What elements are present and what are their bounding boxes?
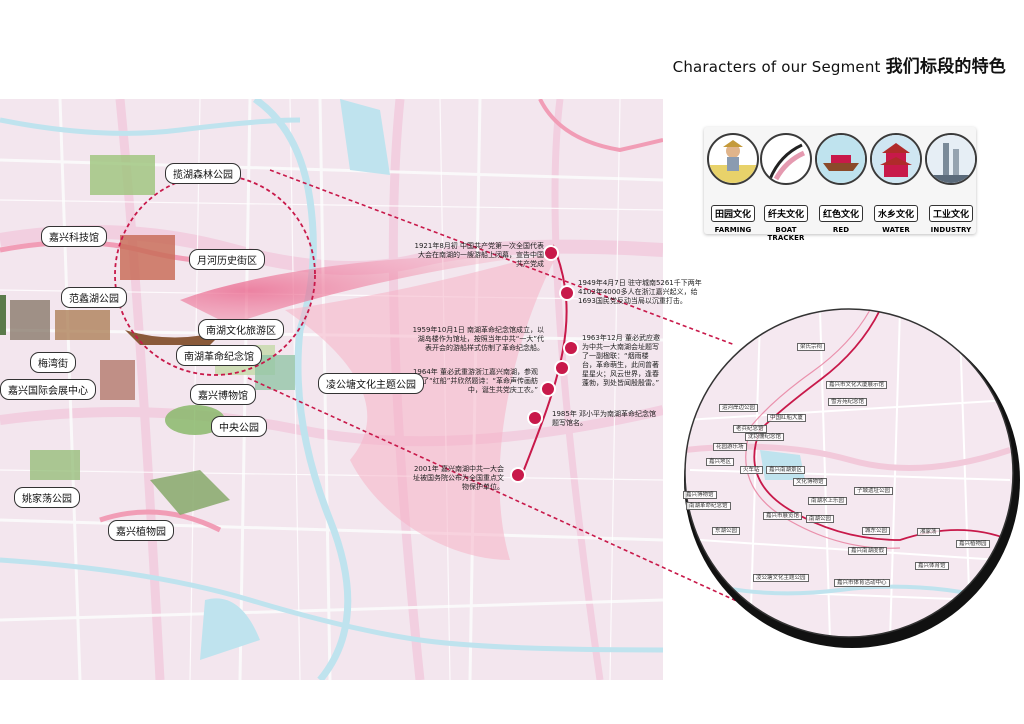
title-cn: 我们标段的特色	[885, 57, 1006, 77]
title-en: Characters of our Segment	[672, 58, 881, 76]
label-convention: 嘉兴国际会展中心	[0, 379, 96, 400]
label-fanli: 范蠡湖公园	[61, 287, 127, 308]
inset-label: 嘉兴南湖度假	[848, 547, 888, 555]
inset-map	[685, 309, 1013, 637]
timeline-node-1921	[543, 245, 559, 261]
category-farming: 田园文化 FARMING	[706, 133, 760, 234]
event-1921: 1921年8月初 中国共产党第一次全国代表大会在南湖的一艘游船上闭幕，宣告中国共…	[414, 242, 545, 268]
label-botanical: 嘉兴植物园	[108, 520, 174, 541]
timeline-arc	[519, 244, 568, 481]
pavilion-icon	[870, 133, 922, 185]
category-cn: 工业文化	[928, 205, 973, 222]
factory-icon	[925, 133, 977, 185]
inset-label: 城东公园	[862, 527, 891, 535]
event-1985: 1985年 邓小平为南湖革命纪念馆题写馆名。	[552, 410, 657, 427]
label-museum: 嘉兴博物馆	[190, 384, 256, 405]
category-en: FARMING	[714, 226, 752, 234]
category-red: 红色文化 RED	[814, 133, 868, 234]
inset-label: 嘉兴地区	[706, 458, 735, 466]
inset-label: 子城遗址公园	[854, 487, 894, 495]
inset-label: 嘉兴博物馆	[683, 491, 717, 499]
inset-label: 嘉兴南湖景区	[766, 466, 806, 474]
inset-label: 东湖公园	[712, 527, 741, 535]
page-title: Characters of our Segment 我们标段的特色	[673, 52, 1006, 77]
category-en: RED	[832, 226, 850, 234]
inset-label: 嘉兴市展览馆	[763, 512, 803, 520]
category-en: WATER	[882, 226, 910, 234]
inset-label: 嘉兴体育馆	[915, 562, 949, 570]
timeline-nodes	[510, 245, 579, 483]
event-1964: 1964年 董必武重游浙江嘉兴南湖，参观了“红船”并欣然题诗：“革命声传画舫中，…	[412, 368, 538, 394]
category-cn: 水乡文化	[873, 205, 918, 222]
inset-label: 雪芳苑纪念馆	[828, 398, 868, 406]
category-en: INDUSTRY	[930, 226, 972, 234]
event-1959: 1959年10月1日 南湖革命纪念馆成立，以湖岛楼作为馆址，按照当年中共“一大”…	[412, 326, 544, 352]
connector-bottom	[247, 377, 753, 609]
label-meiwan: 梅湾街	[30, 352, 76, 373]
timeline-node-2001	[510, 467, 526, 483]
label-nanhu: 南湖文化旅游区	[198, 319, 284, 340]
inset-label: 湘家荡	[917, 528, 940, 536]
timeline-node-1963	[554, 360, 570, 376]
inset-label: 嘉兴植物园	[956, 540, 990, 548]
label-revolution: 南湖革命纪念馆	[176, 345, 262, 366]
category-cn: 红色文化	[818, 205, 863, 222]
label-sci-tech: 嘉兴科技馆	[41, 226, 107, 247]
inset-label: 南湖水上乐园	[808, 497, 848, 505]
category-cn: 纤夫文化	[763, 205, 808, 222]
inset-label: 凌公塘文化主题公园	[753, 574, 809, 582]
inset-label: 老兵纪念馆	[733, 425, 767, 433]
culture-categories-panel: 田园文化 FARMING 纤夫文化 BOAT TRACKER 红色文化 RED …	[704, 127, 978, 242]
inset-label: 花园游乐场	[713, 443, 747, 451]
connector-top	[269, 169, 736, 346]
category-industry: 工业文化 INDUSTRY	[924, 133, 978, 234]
inset-label: 南湖革命纪念馆	[686, 502, 731, 510]
timeline-node-1964	[540, 381, 556, 397]
label-yaojia: 姚家荡公园	[14, 487, 80, 508]
timeline-node-1949	[559, 285, 575, 301]
category-boat-tracker: 纤夫文化 BOAT TRACKER	[759, 133, 813, 242]
inset-label: 沈钧儒纪念馆	[745, 433, 785, 441]
event-1963: 1963年12月 董必武应邀为中共一大南湖会址题写了一副楹联：“烟雨楼台，革命萌…	[582, 334, 660, 387]
inset-label: 嘉兴市文化大厦展示馆	[826, 381, 888, 389]
category-water: 水乡文化 WATER	[869, 133, 923, 234]
inset-label: 嘉兴市体育活动中心	[834, 579, 890, 587]
inset-label: 南湖公园	[806, 515, 835, 523]
timeline-node-1959	[563, 340, 579, 356]
farmer-icon	[707, 133, 759, 185]
label-central-park: 中央公园	[211, 416, 267, 437]
red-boat-icon	[815, 133, 867, 185]
label-linggong: 凌公塘文化主题公园	[318, 373, 424, 394]
label-forest-park: 揽湖森林公园	[165, 163, 241, 184]
boat-tracker-icon	[760, 133, 812, 185]
label-yuehe: 月河历史街区	[189, 249, 265, 270]
inset-label: 文化博物馆	[793, 478, 827, 486]
category-en: BOAT TRACKER	[767, 226, 805, 242]
timeline-node-1985	[527, 410, 543, 426]
inset-label: 梁氏宗祠	[797, 343, 826, 351]
inset-label: 火车站	[740, 466, 763, 474]
event-1949: 1949年4月7日 驻守城南5261千下两年4102年4000多人在浙江嘉兴起义…	[578, 279, 702, 305]
inset-label: 中国红船大厦	[767, 414, 807, 422]
event-2001: 2001年 嘉兴南湖中共一大会址被国务院公布为全国重点文物保护单位。	[413, 465, 504, 491]
inset-label: 运河岸边公园	[719, 404, 759, 412]
category-cn: 田园文化	[710, 205, 755, 222]
